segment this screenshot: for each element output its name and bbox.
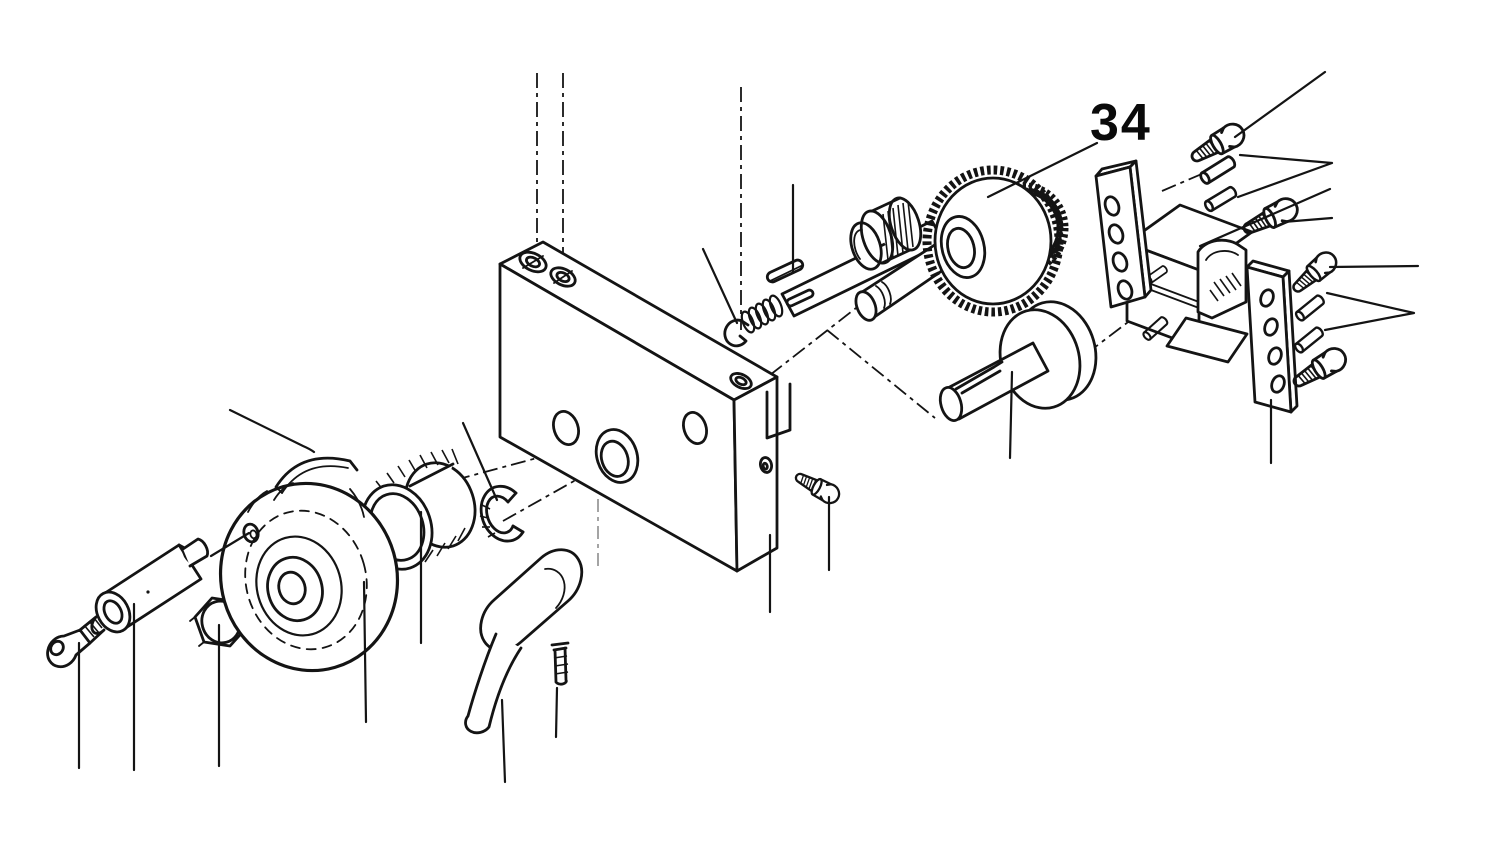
mounting-bracket-right [1245,259,1299,414]
clamp-lever [464,548,584,735]
dowel-pin-3 [1293,292,1327,323]
socket-head-cap-screw-left [46,615,106,669]
set-screw-small [550,641,570,686]
drive-gear [922,165,1064,317]
cap-screw-3 [1286,246,1342,300]
coil-spring [740,294,784,334]
handwheel [218,481,400,673]
shaft-key [765,258,805,284]
dowel-pin-4 [1292,324,1326,355]
cap-screw-1 [1185,118,1250,170]
mounting-bracket-left [1094,159,1153,309]
part-number-callout: 34 [1090,94,1152,152]
spacer-bushing [94,537,209,634]
set-screw-side [790,466,844,508]
snap-ring [479,484,525,543]
apron-block [498,240,792,573]
knurled-drum [859,196,925,265]
gear-hub [939,215,987,279]
dowel-pin-2 [1202,184,1239,214]
leader-lines [77,70,1420,784]
cap-screw-2 [1238,193,1303,242]
retaining-arc [274,456,359,494]
output-shaft [938,341,1050,422]
